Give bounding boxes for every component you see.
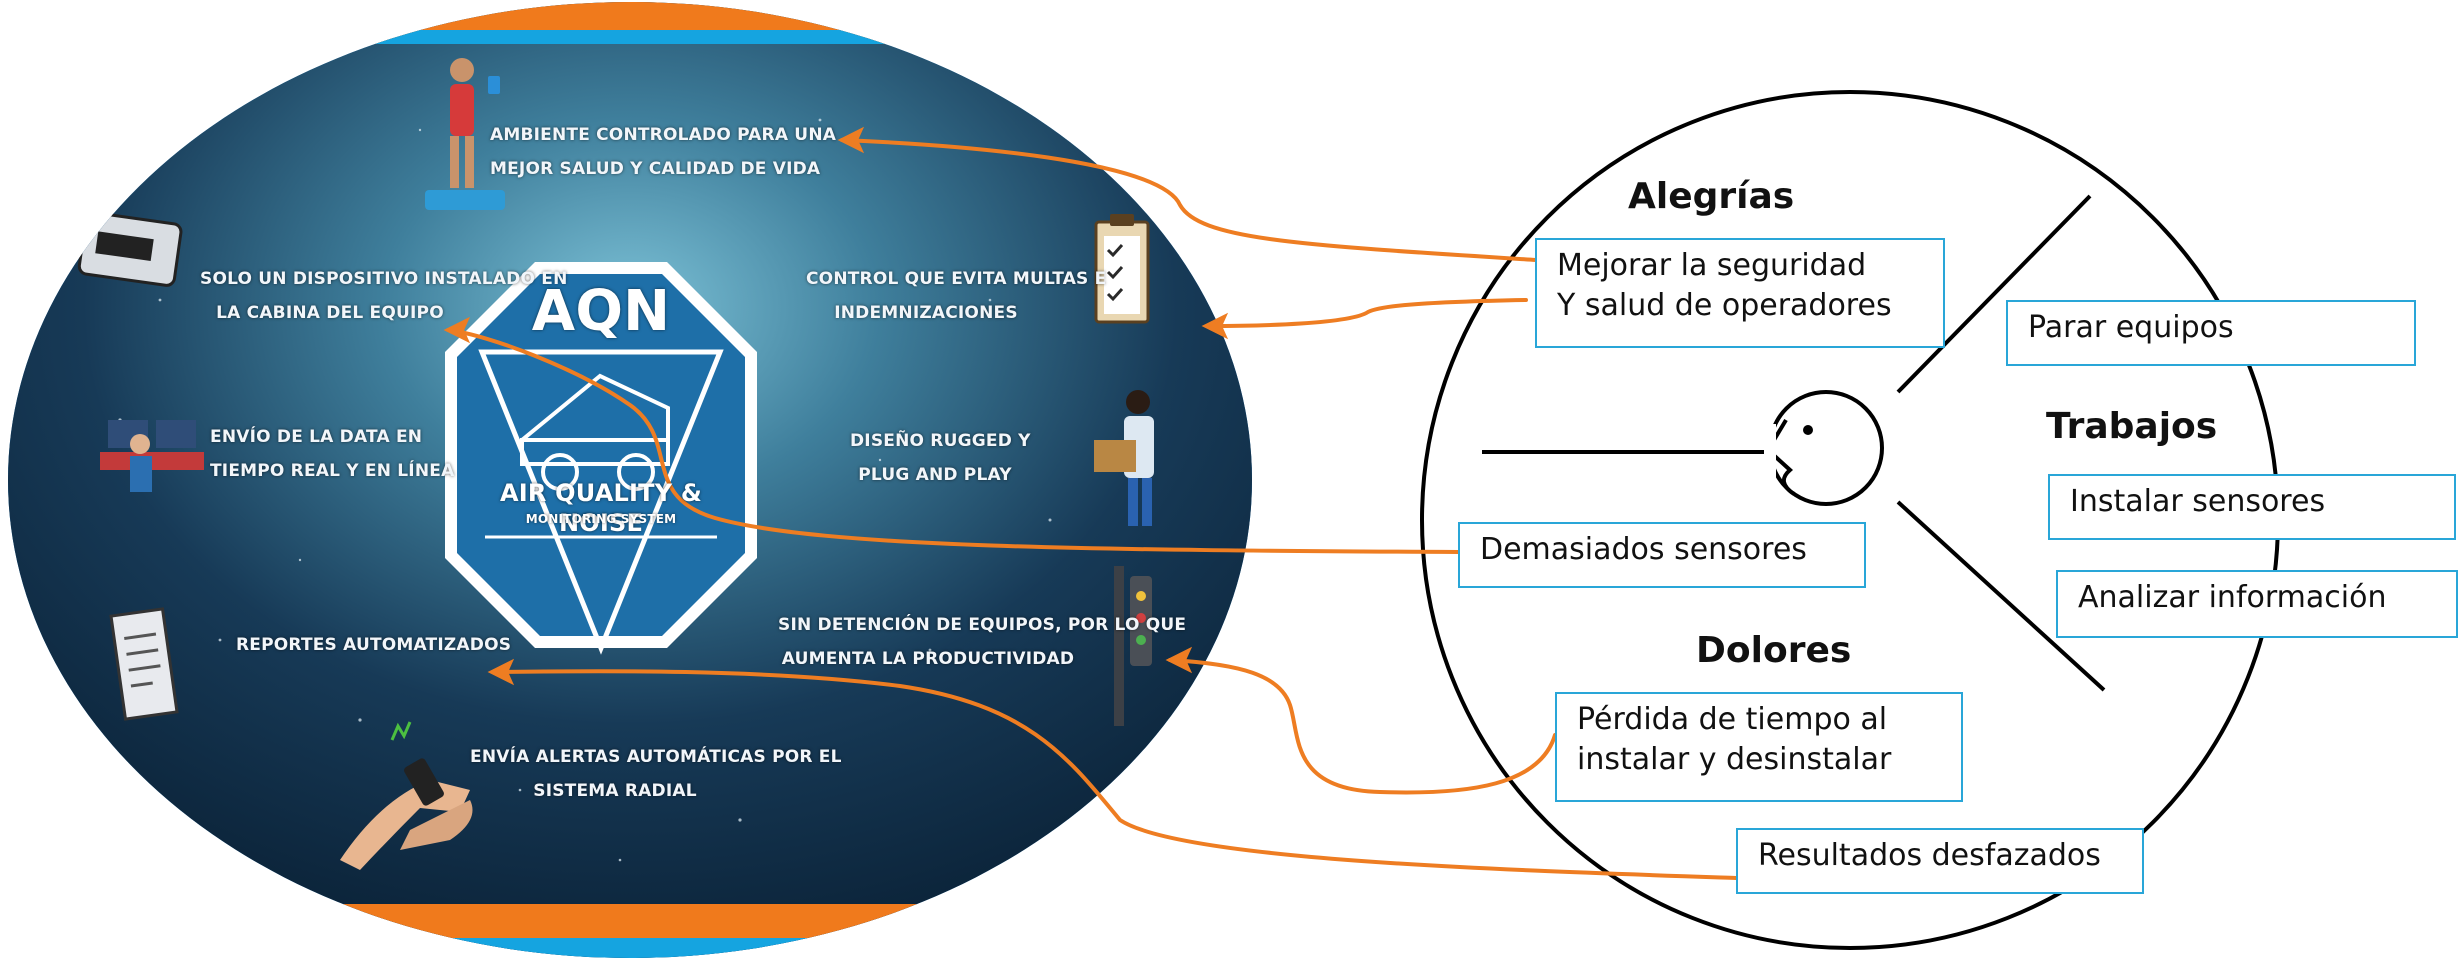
- customer-face-icon: [1764, 390, 1884, 506]
- customer-profile: [1420, 90, 2280, 950]
- monitoring-device-icon: [77, 211, 183, 287]
- arrow-head-icon: [1201, 312, 1229, 340]
- pain-box-demasiados-sensores: Demasiados sensores: [1458, 522, 1866, 588]
- feature-dispositivo: SOLO UN DISPOSITIVO INSTALADO EN LA CABI…: [200, 269, 568, 323]
- feature-reportes: REPORTES AUTOMATIZADOS: [236, 635, 512, 655]
- arrow-head-icon: [1165, 646, 1193, 674]
- logo-title: AQN: [531, 279, 671, 344]
- divider-lower: [1896, 500, 2106, 692]
- pain-box-resultados-desfazados: Resultados desfazados: [1736, 828, 2144, 894]
- poster-top-stripe: [8, 30, 1252, 44]
- feature-ambiente: AMBIENTE CONTROLADO PARA UNA MEJOR SALUD…: [490, 125, 837, 179]
- job-box-instalar-sensores: Instalar sensores: [2048, 474, 2456, 540]
- pain-box-perdida-tiempo: Pérdida de tiempo al instalar y desinsta…: [1555, 692, 1963, 802]
- connector-pain-to-dispositivo: [446, 328, 1460, 554]
- feature-envio: ENVÍO DE LA DATA EN TIEMPO REAL Y EN LÍN…: [210, 427, 455, 481]
- dump-truck-icon: [516, 373, 670, 491]
- logo-subtitle: AIR QUALITY & NOISE: [500, 479, 702, 537]
- heading-pains: Dolores: [1696, 630, 1852, 671]
- heading-gains: Alegrías: [1628, 176, 1795, 217]
- poster-bottom-band: [8, 904, 1252, 938]
- report-document-icon: [109, 607, 179, 721]
- feature-diseno: DISEÑO RUGGED Y PLUG AND PLAY: [850, 431, 1031, 485]
- worker-with-box-icon: [1094, 390, 1154, 526]
- arrow-head-icon: [837, 126, 865, 154]
- heading-jobs: Trabajos: [2046, 406, 2218, 447]
- divider-upper: [1896, 194, 2092, 394]
- arrow-head-icon: [487, 658, 515, 686]
- connector-arrows: [443, 126, 1738, 880]
- gain-box-seguridad: Mejorar la seguridad Y salud de operador…: [1535, 238, 1945, 348]
- logo-caption: MONITORING SYSTEM: [525, 512, 677, 526]
- logo-triangle-icon: [478, 349, 724, 655]
- connector-gain-to-ambiente: [840, 138, 1538, 262]
- person-on-scale-icon: [425, 58, 505, 210]
- aqn-logo: [445, 262, 757, 655]
- hands-with-radio-icon: [340, 721, 473, 870]
- poster-bottom-stripe: [8, 938, 1252, 958]
- arrow-head-icon: [443, 316, 471, 344]
- feature-alertas: ENVÍA ALERTAS AUTOMÁTICAS POR EL SISTEMA…: [470, 747, 842, 801]
- operator-workstation-icon: [100, 420, 204, 492]
- job-box-analizar-informacion: Analizar información: [2056, 570, 2458, 638]
- clipboard-checklist-icon: [1094, 214, 1150, 324]
- connector-gain-to-control: [1206, 298, 1528, 328]
- feature-detencion: SIN DETENCIÓN DE EQUIPOS, POR LO QUE AUM…: [778, 615, 1187, 669]
- job-box-parar-equipos: Parar equipos: [2006, 300, 2416, 366]
- logo-octagon-inner: [457, 274, 745, 636]
- equipment-tower-icon: [1114, 566, 1152, 726]
- connector-pain-to-detencion: [1168, 658, 1557, 795]
- connector-pain-to-reportes: [492, 669, 1738, 880]
- feature-control: CONTROL QUE EVITA MULTAS E INDEMNIZACION…: [806, 269, 1107, 323]
